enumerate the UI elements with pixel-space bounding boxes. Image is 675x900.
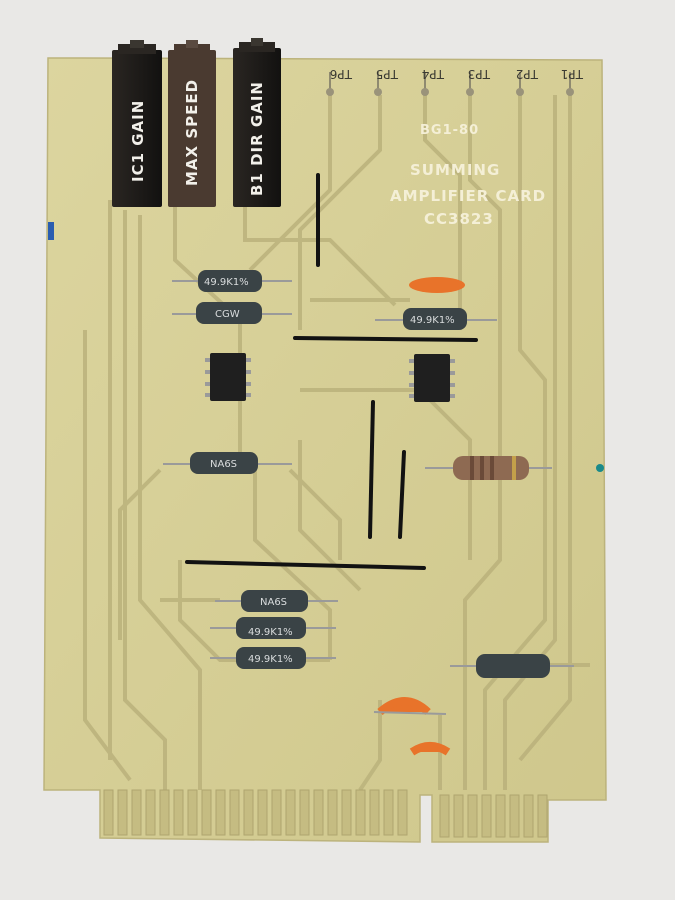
- test-point-label: TP2: [516, 67, 539, 81]
- pot-label: IC1 GAIN: [129, 100, 147, 182]
- teal-dot: [596, 464, 604, 472]
- resistor-marking: 49.9K1%: [204, 277, 249, 288]
- resistor: [196, 302, 262, 324]
- resistor-marking: NA6S: [260, 597, 287, 608]
- ic-chip-right: [409, 354, 455, 402]
- pot-label: B1 DIR GAIN: [248, 81, 266, 196]
- pot-label: MAX SPEED: [183, 79, 201, 186]
- resistor-marking: CGW: [215, 309, 240, 320]
- tp-pad: [516, 88, 524, 96]
- pot-ic1-gain: IC1 GAIN: [112, 40, 162, 207]
- resistors: 49.9K1% CGW 49.9K1% NA6S NA6S 49.9K1% 49…: [163, 270, 574, 678]
- resistor-marking: NA6S: [210, 459, 237, 470]
- resistor: [476, 654, 550, 678]
- pot-max-speed: MAX SPEED: [168, 40, 216, 207]
- tp-pad: [566, 88, 574, 96]
- resistor-marking: 49.9K1%: [248, 627, 293, 638]
- tp-pad: [326, 88, 334, 96]
- test-point-label: TP6: [330, 67, 353, 81]
- blue-mark: [48, 222, 54, 240]
- resistor-marking: 49.9K1%: [248, 654, 293, 665]
- model-tag: BG1-80: [420, 123, 479, 138]
- tp-pad: [374, 88, 382, 96]
- capacitors: [373, 277, 465, 756]
- resistor: [403, 308, 467, 330]
- edge-connector: [103, 789, 548, 838]
- tp-pad: [421, 88, 429, 96]
- resistor: [190, 452, 258, 474]
- card-title-line-3: CC3823: [424, 210, 494, 228]
- resistor: [241, 590, 308, 612]
- test-point-label: TP3: [468, 67, 491, 81]
- jumper-wires: [185, 173, 478, 570]
- resistor: [198, 270, 262, 292]
- resistor: [236, 617, 306, 639]
- resistor-marking: 49.9K1%: [410, 315, 455, 326]
- tp-pad: [466, 88, 474, 96]
- card-title-line-1: SUMMING: [410, 161, 500, 179]
- pot-b1-dir-gain: B1 DIR GAIN: [233, 38, 281, 207]
- test-point-label: TP4: [422, 67, 445, 81]
- test-point-label: TP1: [561, 67, 584, 81]
- test-point-label: TP5: [376, 67, 399, 81]
- resistor: [236, 647, 306, 669]
- test-point-pins: [329, 72, 571, 90]
- capacitor: [409, 277, 465, 293]
- ic-chip-left: [205, 353, 251, 401]
- card-title-line-2: AMPLIFIER CARD: [390, 187, 546, 205]
